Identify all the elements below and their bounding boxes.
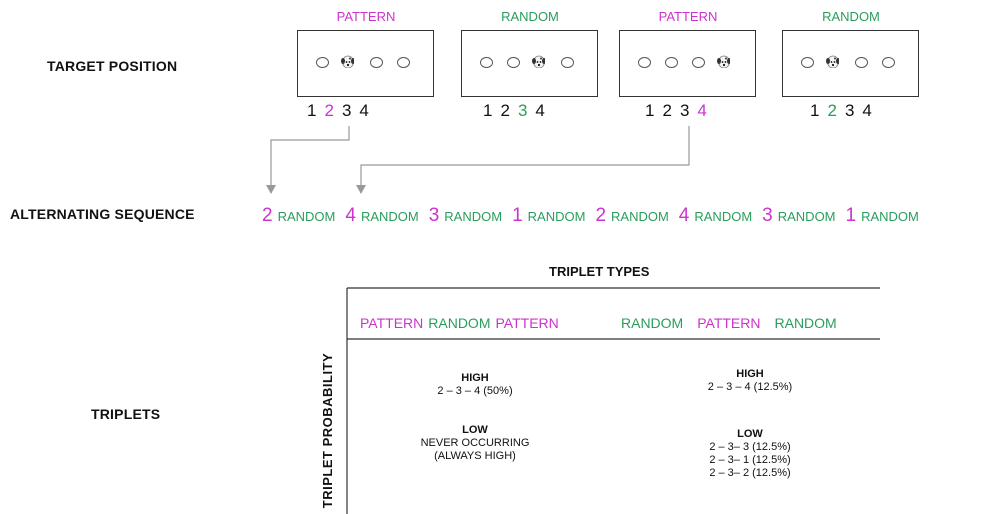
sequence-random-item: RANDOM — [694, 209, 753, 224]
position-circle — [480, 57, 493, 68]
label-target-position: TARGET POSITION — [47, 58, 178, 74]
col2-low-value: 2 – 3– 2 (12.5%) — [709, 467, 791, 479]
position-number: 4 — [359, 101, 369, 120]
position-number: 4 — [697, 101, 707, 120]
arrowhead-2 — [356, 185, 366, 194]
position-circle — [665, 57, 678, 68]
position-number: 1 — [810, 101, 820, 120]
sequence-pattern-item: 4 — [678, 205, 690, 226]
sequence-pattern-item: 2 — [262, 205, 273, 226]
col1-low-label: LOW — [462, 424, 488, 436]
sequence-random-item: RANDOM — [444, 209, 503, 224]
position-number: 2 — [827, 101, 837, 120]
dog-target-icon — [826, 55, 839, 68]
header-word-random: RANDOM — [621, 315, 684, 331]
position-circle — [561, 57, 574, 68]
col1-low-value: NEVER OCCURRING — [420, 437, 530, 449]
position-circle — [882, 57, 895, 68]
target-panel — [461, 30, 598, 97]
position-circle — [507, 57, 520, 68]
position-number: 3 — [679, 101, 690, 120]
target-panel — [619, 30, 756, 97]
position-number: 2 — [500, 101, 510, 120]
col1-high-cell: HIGH 2 – 3 – 4 (50%) — [395, 372, 555, 398]
dog-target-icon — [532, 55, 545, 68]
position-number: 2 — [662, 101, 672, 120]
position-number: 4 — [862, 101, 872, 120]
position-circle — [397, 57, 410, 68]
position-number: 2 — [324, 101, 334, 120]
sequence-pattern-item: 3 — [428, 205, 440, 226]
header-word-random: RANDOM — [774, 315, 837, 331]
alternating-sequence: 2 RANDOM 4 RANDOM 3 RANDOM 1 RANDOM 2 RANDOM 4 RAND… — [262, 205, 929, 227]
sequence-random-item: RANDOM — [777, 209, 836, 224]
sequence-pattern-item: 2 — [595, 205, 607, 226]
position-number: 1 — [483, 101, 493, 120]
col2-low-value: 2 – 3– 1 (12.5%) — [709, 454, 791, 466]
position-circle — [855, 57, 868, 68]
header-word-pattern: PATTERN — [495, 315, 559, 331]
sequence-pattern-item: 4 — [345, 205, 356, 226]
position-number: 1 — [307, 101, 317, 120]
panel-header: PATTERN — [336, 9, 396, 24]
col2-high-label: HIGH — [736, 368, 764, 380]
panel-header: PATTERN — [658, 9, 718, 24]
position-circle — [638, 57, 651, 68]
position-circle — [370, 57, 383, 68]
target-panel — [782, 30, 919, 97]
header-word-pattern: PATTERN — [697, 315, 761, 331]
label-alternating-sequence: ALTERNATING SEQUENCE — [10, 206, 195, 222]
position-number: 3 — [517, 101, 528, 120]
target-panel — [297, 30, 434, 97]
arrow-from-panel3 — [360, 126, 690, 186]
header-word-random: RANDOM — [428, 315, 491, 331]
col2-high-value: 2 – 3 – 4 (12.5%) — [707, 381, 793, 393]
col1-low-cell: LOW NEVER OCCURRING (ALWAYS HIGH) — [395, 424, 555, 463]
row-axis-label: TRIPLET PROBABILITY — [320, 352, 336, 508]
position-number: 3 — [844, 101, 855, 120]
position-number: 3 — [341, 101, 352, 120]
column-header-random-pattern-random: RANDOM PATTERN RANDOM — [621, 315, 851, 331]
sequence-random-item: RANDOM — [861, 209, 919, 224]
arrow-from-panel1 — [270, 126, 350, 186]
sequence-random-item: RANDOM — [360, 209, 419, 224]
col2-low-value: 2 – 3– 3 (12.5%) — [709, 441, 791, 453]
table-title: TRIPLET TYPES — [549, 264, 650, 279]
position-circle — [316, 57, 329, 68]
label-triplets: TRIPLETS — [91, 406, 161, 422]
sequence-pattern-item: 1 — [512, 205, 523, 226]
col2-low-label: LOW — [737, 428, 763, 440]
sequence-pattern-item: 3 — [762, 205, 773, 226]
col1-high-label: HIGH — [461, 372, 489, 384]
col1-low-value: (ALWAYS HIGH) — [434, 450, 516, 462]
sequence-random-item: RANDOM — [611, 209, 669, 224]
sequence-pattern-item: 1 — [845, 205, 857, 226]
arrowhead-1 — [266, 185, 276, 194]
position-number: 1 — [645, 101, 655, 120]
sequence-random-item: RANDOM — [527, 209, 586, 224]
position-circle — [692, 57, 705, 68]
col2-low-cell: LOW 2 – 3– 3 (12.5%) 2 – 3– 1 (12.5%) 2 … — [670, 428, 830, 480]
header-word-pattern: PATTERN — [360, 315, 424, 331]
col1-high-value: 2 – 3 – 4 (50%) — [437, 385, 513, 397]
sequence-random-item: RANDOM — [277, 209, 336, 224]
panel-header: RANDOM — [822, 9, 880, 24]
col2-high-cell: HIGH 2 – 3 – 4 (12.5%) — [670, 368, 830, 394]
dog-target-icon — [717, 55, 730, 68]
dog-target-icon — [341, 55, 354, 68]
panel-header: RANDOM — [501, 9, 559, 24]
position-number: 4 — [535, 101, 545, 120]
position-circle — [801, 57, 814, 68]
